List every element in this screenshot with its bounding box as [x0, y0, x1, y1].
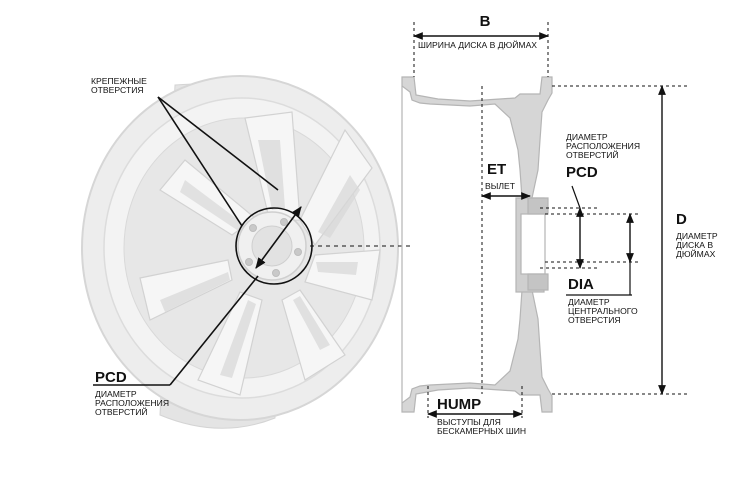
barrel-lower	[401, 289, 553, 413]
dia-desc: ДИАМЕТР ЦЕНТРАЛЬНОГО ОТВЕРСТИЯ	[568, 297, 638, 326]
pcd-right-leader	[571, 185, 581, 209]
b-title: B	[479, 13, 491, 30]
mount-leader-2	[157, 96, 243, 227]
front-annotations	[93, 96, 410, 386]
mount-leader-1	[157, 96, 279, 191]
lug-seat-top	[527, 197, 549, 215]
pcd-left-title: PCD	[95, 369, 127, 386]
d-title: D	[676, 211, 687, 228]
pcd-right-desc: ДИАМЕТР РАСПОЛОЖЕНИЯ ОТВЕРСТИЙ	[566, 132, 641, 161]
pcd-left-leader	[169, 275, 259, 386]
hump-desc: ВЫСТУПЫ ДЛЯ БЕСКАМЕРНЫХ ШИН	[437, 417, 527, 437]
section-annotations	[413, 22, 690, 418]
wheel-cross-section	[401, 76, 553, 413]
lug-seat-bottom	[527, 273, 549, 291]
hump-title: HUMP	[437, 396, 482, 413]
dia-title: DIA	[568, 276, 594, 293]
et-desc: ВЫЛЕТ	[485, 181, 515, 191]
barrel-upper	[401, 76, 553, 199]
spoke-pockets	[160, 140, 360, 378]
pcd-right-title: PCD	[566, 164, 598, 181]
d-desc: ДИАМЕТР ДИСКА В ДЮЙМАХ	[676, 231, 718, 260]
b-desc: ШИРИНА ДИСКА В ДЮЙМАХ	[418, 40, 538, 50]
wheel-front-view	[81, 75, 399, 429]
pcd-diameter-arrow	[255, 206, 302, 269]
et-title: ET	[487, 161, 507, 178]
pcd-left-desc: ДИАМЕТР РАСПОЛОЖЕНИЯ ОТВЕРСТИЙ	[95, 389, 170, 418]
mount-holes-label: КРЕПЕЖНЫЕ ОТВЕРСТИЯ	[91, 76, 147, 96]
center-bore-gap	[520, 213, 546, 275]
